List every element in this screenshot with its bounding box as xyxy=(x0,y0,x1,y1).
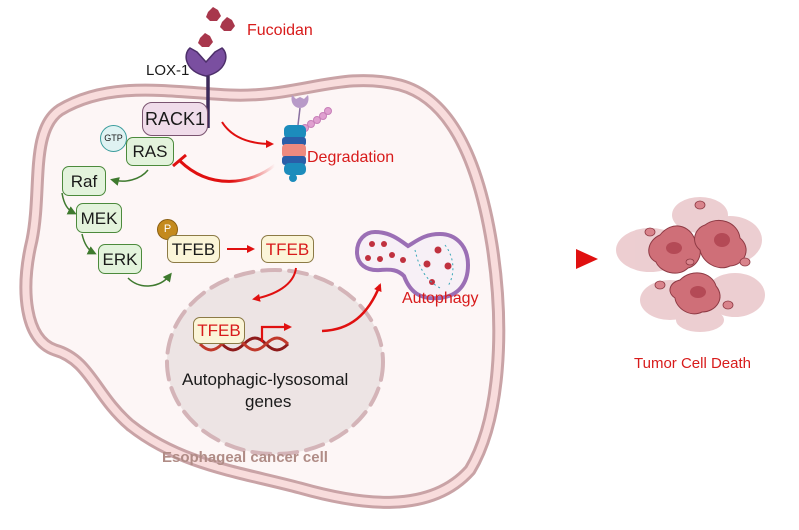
nucleus xyxy=(165,268,385,456)
genes-label-line1: Autophagic-lysosomal xyxy=(182,370,349,389)
inhibition-bar xyxy=(172,153,187,168)
transcription-arrow xyxy=(260,323,292,342)
arrow-mek-erk xyxy=(81,233,97,255)
proteasome-icon xyxy=(282,95,332,182)
tumor-cell-death-label: Tumor Cell Death xyxy=(634,355,751,372)
fucoidan-label: Fucoidan xyxy=(247,22,313,39)
node-raf: Raf xyxy=(62,166,106,196)
node-erk: ERK xyxy=(98,244,142,274)
lox1-label: LOX-1 xyxy=(146,62,190,79)
node-rack1: RACK1 xyxy=(142,102,208,136)
genes-label-line2: genes xyxy=(245,392,292,411)
arrow-erk-tfeb xyxy=(127,272,172,287)
arrow-genes-autophagy xyxy=(321,283,382,333)
node-ras: RAS xyxy=(126,137,174,166)
autophagy-label: Autophagy xyxy=(402,290,479,307)
degradation-label: Degradation xyxy=(307,149,395,166)
cell-name-label: Esophageal cancer cell xyxy=(162,449,328,466)
arrow-rack1-degradation xyxy=(221,121,274,148)
autophagolysosome-icon xyxy=(354,229,471,301)
fucoidan-molecules xyxy=(198,7,235,47)
tumor-cell-death-icon xyxy=(616,197,765,332)
node-tfeb-nuclear: TFEB xyxy=(193,317,245,344)
arrow-ras-raf xyxy=(110,169,149,186)
arrow-tfeb-nuclear xyxy=(252,267,297,302)
node-tfeb-phospho: TFEB xyxy=(167,235,220,263)
arrow-raf-mek xyxy=(61,192,77,215)
lox1-receptor xyxy=(185,47,227,128)
arrow-head xyxy=(576,249,598,269)
node-mek: MEK xyxy=(76,203,122,233)
gtp-badge: GTP xyxy=(100,125,127,152)
node-tfeb-active: TFEB xyxy=(261,235,314,263)
inhibition-degradation-ras xyxy=(178,159,276,183)
